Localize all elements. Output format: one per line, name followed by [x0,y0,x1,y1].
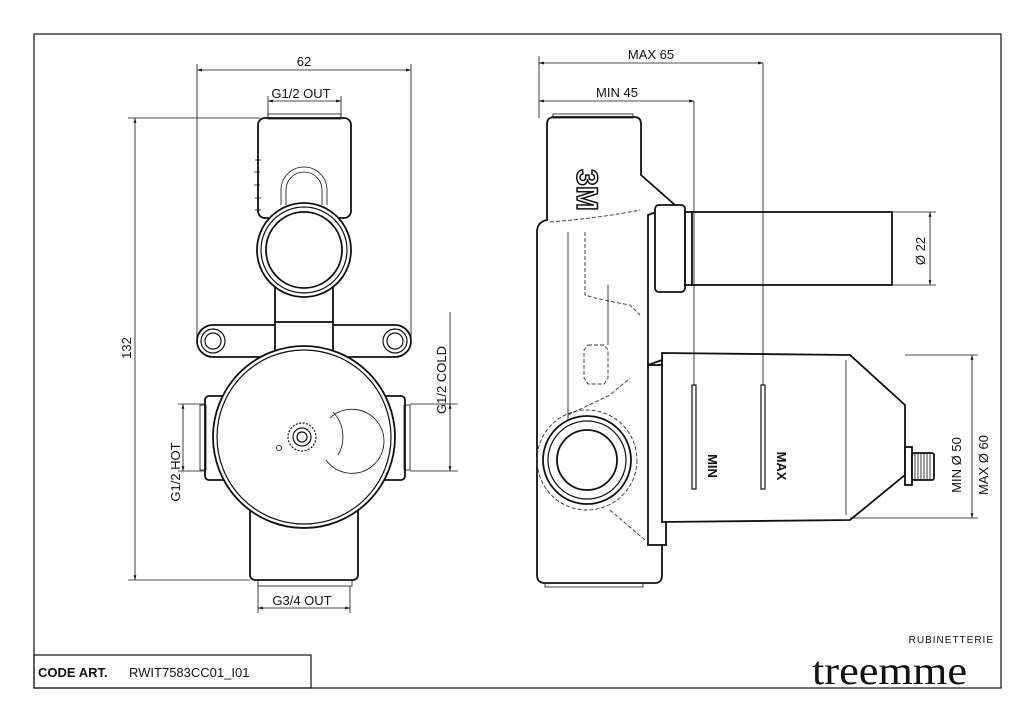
drawing-frame [33,33,1002,689]
brand-mark-3m: 3M [570,169,603,211]
max-depth-dimension: MAX 65 [628,47,674,62]
width-dimension: 62 [297,54,311,69]
brand-logo: RUBINETTERIE treemme [812,635,994,693]
cold-inlet-label: G1/2 COLD [434,346,449,414]
min-mark: MIN [705,454,720,478]
title-block: CODE ART. RWIT7583CC01_I01 [33,654,312,689]
logo-subtitle: RUBINETTERIE [909,635,994,646]
hot-inlet-label: G1/2 HOT [168,442,183,501]
code-label: CODE ART. [38,665,108,680]
bottom-outlet-label: G3/4 OUT [272,593,331,608]
side-view: MAX 65 MIN 45 3M Ø 22 MIN MAX [536,47,991,588]
top-outlet-label: G1/2 OUT [271,86,330,101]
height-dimension: 132 [119,337,134,359]
body-max-diameter: MAX Ø 60 [976,435,991,495]
front-view: 62 G1/2 OUT 132 [119,54,458,613]
code-value: RWIT7583CC01_I01 [129,665,249,680]
cartridge-diameter-dimension: Ø 22 [913,237,928,265]
logo-name: treemme [812,648,967,693]
max-mark: MAX [774,452,789,481]
min-depth-dimension: MIN 45 [596,85,638,100]
body-min-diameter: MIN Ø 50 [949,437,964,493]
